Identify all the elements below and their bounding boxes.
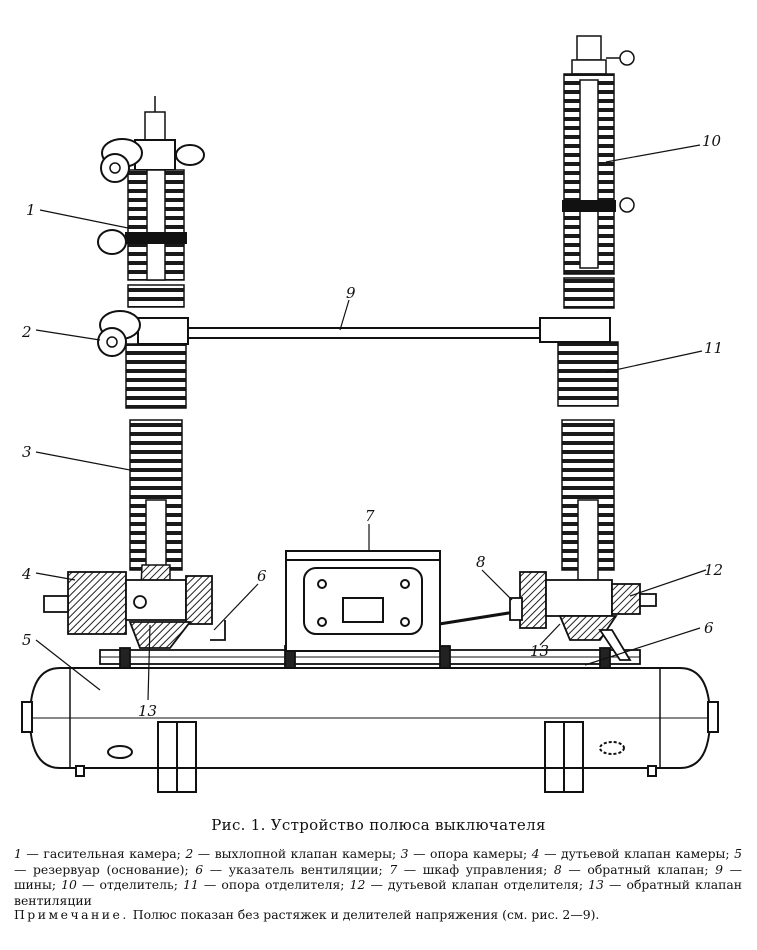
legend-num: 2	[185, 846, 194, 861]
callout-7: 7	[365, 507, 375, 525]
legend-num: 3	[400, 846, 409, 861]
legend-num: 7	[389, 861, 398, 877]
callout-6-left: 6	[257, 567, 267, 585]
legend-text: — выхлопной клапан камеры;	[193, 846, 401, 861]
callout-12: 12	[704, 561, 723, 579]
callout-labels: 1 2 3 4 5 6 7 8 9 10 11 12 13 13 6	[21, 132, 723, 720]
left-column	[97, 96, 205, 622]
legend-text: — обратный клапан вентиляции	[14, 877, 742, 908]
breaker-pole-drawing: 1 2 3 4 5 6 7 8 9 10 11 12 13 13 6	[21, 35, 723, 793]
callout-11: 11	[704, 339, 723, 357]
legend-text: — указатель вентиляции;	[203, 861, 390, 877]
legend-text: — шкаф управления;	[397, 861, 554, 877]
tank	[21, 667, 719, 793]
callout-2: 2	[21, 323, 32, 341]
legend-text: — гасительная камера;	[21, 846, 186, 861]
legend-text: — отделитель;	[76, 877, 184, 892]
callout-8: 8	[476, 553, 486, 571]
legend-num: 13	[588, 877, 604, 892]
legend-num: 8	[553, 861, 562, 877]
figure-caption: Рис. 1. Устройство полюса выключателя	[211, 816, 546, 834]
legend-num: 1	[14, 846, 22, 861]
legend-text: — резервуар (основание);	[14, 861, 196, 877]
leader-lines	[35, 144, 707, 701]
callout-13-right: 13	[530, 642, 549, 660]
legend-num: 9	[715, 861, 723, 877]
legend-num: 6	[195, 861, 204, 877]
note-heading: Примечание.	[14, 907, 129, 922]
left-valve-block	[43, 571, 213, 649]
note-text: Полюс показан без растяжек и делителей н…	[128, 907, 600, 922]
callout-1: 1	[26, 201, 36, 219]
legend-num: 4	[531, 846, 540, 861]
callout-6-right: 6	[704, 619, 714, 637]
callout-10: 10	[702, 132, 722, 150]
legend-num: 12	[349, 877, 366, 892]
legend-text: — обратный клапан;	[561, 861, 716, 877]
bus-bar	[187, 317, 611, 343]
legend-num: 11	[183, 877, 199, 892]
legend-text: — шины;	[14, 861, 742, 893]
callout-9: 9	[346, 284, 356, 302]
callout-3: 3	[22, 443, 32, 461]
legend-num: 5	[734, 846, 743, 861]
legend-num: 10	[61, 877, 77, 892]
legend-text: — дутьевой клапан камеры;	[539, 846, 735, 861]
figure-legend: 1 — гасительная камера; 2 — выхлопной кл…	[14, 846, 742, 908]
right-valve-block	[509, 571, 657, 661]
figure-note: Примечание. Полюс показан без растяжек и…	[14, 907, 742, 923]
callout-4: 4	[21, 565, 32, 583]
control-cabinet	[285, 550, 441, 652]
right-column	[557, 35, 635, 581]
callout-13-left: 13	[138, 702, 157, 720]
legend-text: — опора отделителя;	[198, 877, 350, 892]
callout-5: 5	[22, 631, 32, 649]
legend-text: — дутьевой клапан отделителя;	[365, 877, 589, 892]
legend-text: — опора камеры;	[408, 846, 532, 861]
